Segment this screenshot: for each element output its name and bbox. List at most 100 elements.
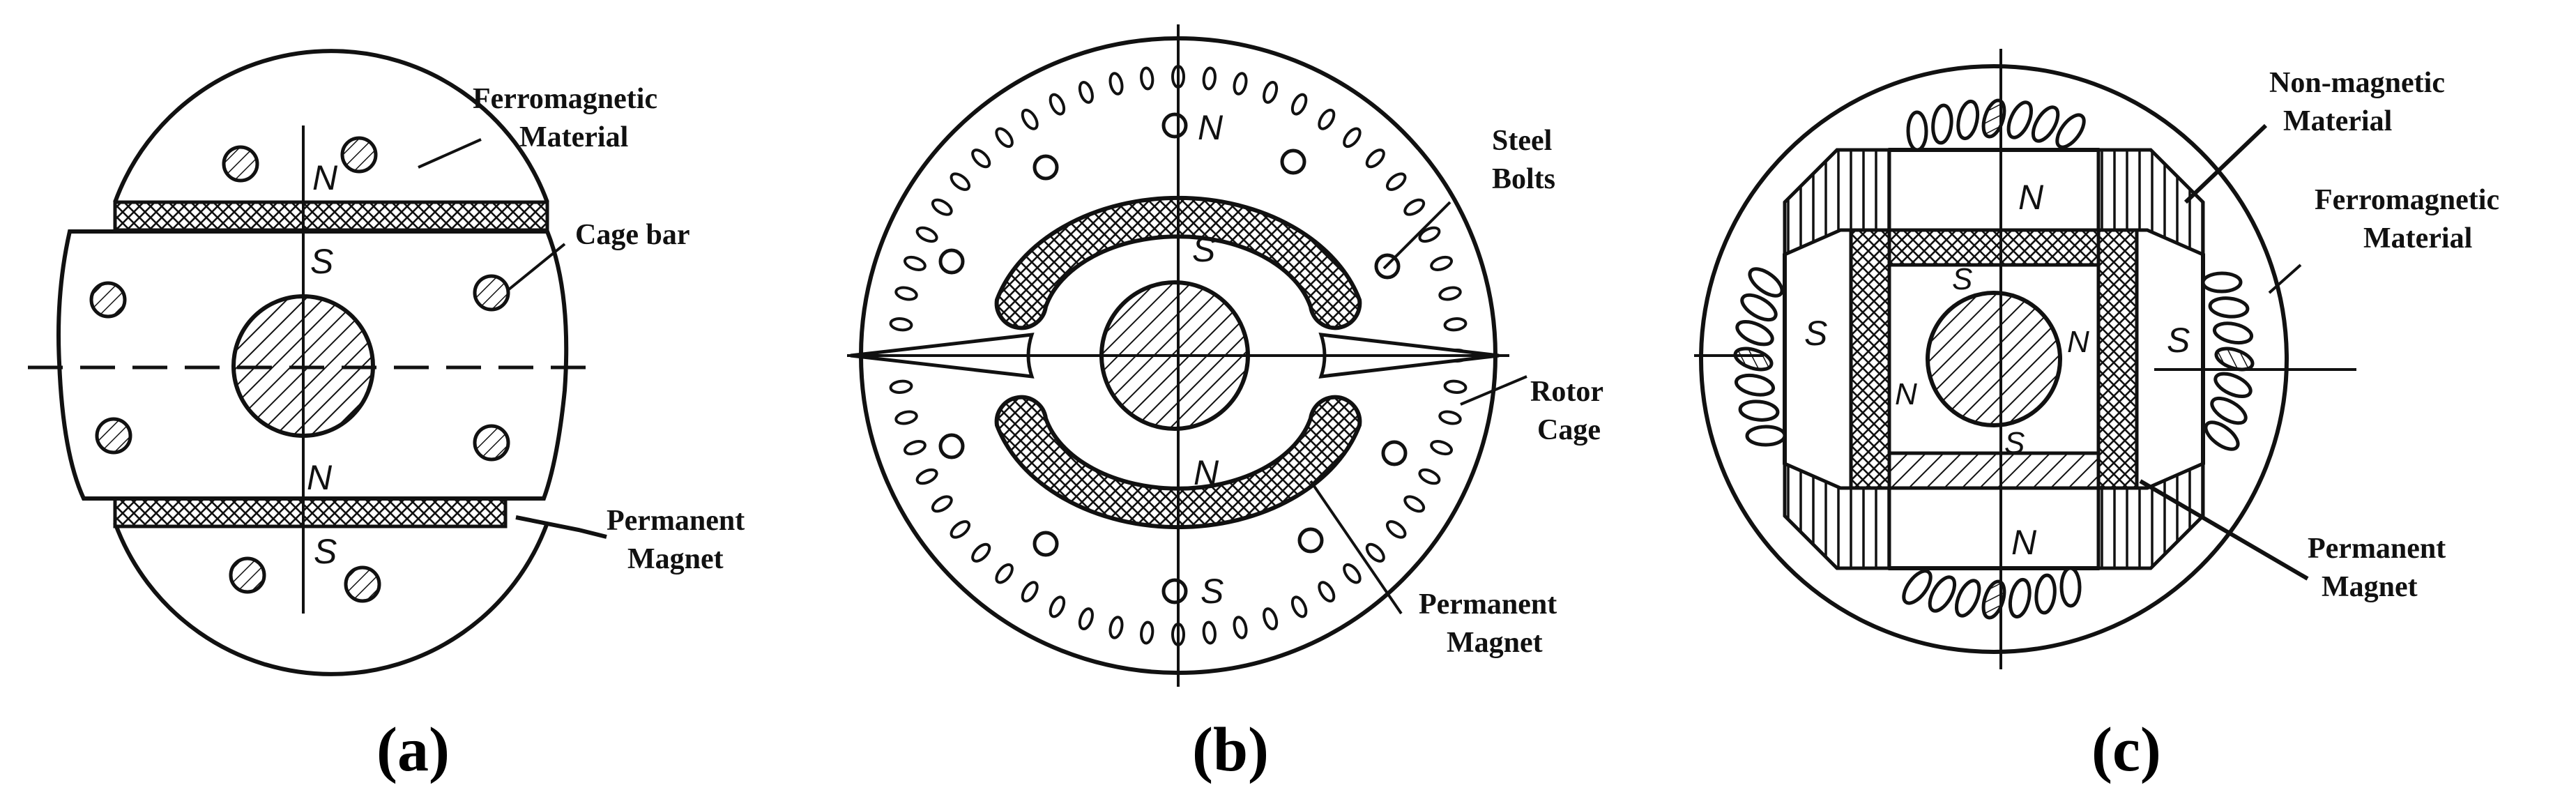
cage-bar: [2031, 105, 2060, 143]
pole-b-n-bottom: N: [1194, 453, 1219, 492]
cage-bar: [2201, 271, 2243, 294]
pole-c-n-inner-right: N: [2067, 325, 2089, 359]
cage-slot: [1263, 607, 1279, 631]
cage-bar: [2208, 296, 2250, 319]
label-c-nonmagnetic-material: Material: [2283, 105, 2392, 137]
rotor-a-bottom-cap: [113, 522, 549, 676]
cage-slot: [903, 440, 927, 456]
cage-bar: [1902, 569, 1933, 605]
cage-bar: [1748, 267, 1784, 298]
cage-slot: [971, 542, 991, 563]
caption-a: (a): [376, 715, 450, 784]
panel-b: N S N S Steel Bolts Rotor Cage Permanent…: [847, 24, 1603, 784]
label-c-magnet: Magnet: [2322, 571, 2418, 603]
pole-c-n-bottom: N: [2011, 523, 2037, 562]
cage-slot: [1140, 66, 1154, 91]
cage-slot: [1438, 286, 1462, 301]
label-a-ferromagnetic-1: Ferromagnetic: [473, 83, 657, 115]
label-b-permanent: Permanent: [1419, 588, 1557, 621]
cage-bar: [2213, 372, 2253, 399]
cage-bar: [2006, 100, 2034, 139]
cage-bar: [2008, 577, 2032, 619]
cage-bars-a: [89, 136, 510, 603]
cage-slot: [1430, 255, 1454, 271]
cage-slot: [1290, 595, 1308, 618]
pole-c-n-top: N: [2018, 178, 2044, 217]
cage-bars-c: [1733, 98, 2255, 620]
cage-slot: [1403, 495, 1426, 513]
label-b-steel: Steel: [1492, 125, 1552, 157]
cage-slot: [1233, 72, 1248, 96]
cage-slot: [1021, 108, 1039, 130]
magnet-a-top: [113, 200, 549, 232]
caption-c: (c): [2091, 715, 2161, 784]
cage-slot: [1385, 520, 1407, 539]
cage-slot: [1418, 226, 1441, 243]
cage-bar: [1735, 319, 1774, 347]
magnets-c: [1849, 228, 2139, 490]
cage-slot: [1318, 581, 1336, 603]
cage-bar: [2214, 347, 2255, 372]
cage-slot: [889, 379, 913, 394]
cage-bar: [2034, 573, 2057, 615]
rotor-c-outer: [1699, 64, 2289, 654]
cage-bar: [2204, 420, 2240, 451]
label-a-permanent: Permanent: [607, 505, 745, 537]
pole-b-n-top: N: [1198, 108, 1224, 147]
cage-slot: [1343, 563, 1362, 584]
cage-slot: [1049, 595, 1066, 618]
cage-slot: [1078, 80, 1094, 104]
cage-slot: [1438, 410, 1462, 425]
magnet-b-bottom: [994, 395, 1362, 530]
pole-a-s-top: S: [310, 242, 333, 281]
label-b-rotor: Rotor: [1530, 376, 1603, 408]
cage-slot: [889, 317, 913, 332]
cage-slot: [950, 172, 971, 191]
label-c-nonmagnetic: Non-magnetic: [2269, 67, 2445, 99]
label-c-permanent: Permanent: [2308, 533, 2446, 565]
panel-c: N S S N S N N S Non-magnetic Material Fe…: [1694, 49, 2499, 784]
cage-slot: [931, 495, 953, 513]
cage-slot: [995, 127, 1014, 149]
cage-bar: [1734, 373, 1776, 397]
rotor-cage-b: [887, 65, 1469, 646]
label-a-magnet: Magnet: [627, 543, 724, 575]
cage-slot: [995, 563, 1014, 584]
cage-bar: [1981, 579, 2006, 620]
pole-a-s-bottom: S: [314, 532, 337, 571]
cage-slot: [1365, 149, 1385, 169]
cage-slot: [1343, 127, 1362, 149]
cage-slot: [931, 198, 953, 216]
cage-slot: [894, 410, 918, 425]
shaft-c: [1926, 291, 2062, 427]
cage-slot: [1290, 93, 1308, 116]
steel-bolts-b: [938, 112, 1408, 604]
cage-slot: [894, 286, 918, 301]
pole-c-n-inner-left: N: [1895, 377, 1917, 411]
cage-slot: [1202, 66, 1217, 91]
cage-slot: [1318, 108, 1336, 130]
magnet-b-top: [994, 195, 1362, 330]
cage-bar: [2055, 113, 2086, 149]
cage-bar: [1954, 579, 1981, 618]
cage-slot: [1108, 72, 1124, 96]
label-b-bolts: Bolts: [1492, 163, 1555, 195]
cage-bar: [1738, 400, 1780, 422]
panel-a: N S N S Ferromagnetic Material Cage bar …: [28, 49, 745, 784]
cage-bar: [1956, 99, 1980, 141]
pole-c-s-inner-top: S: [1952, 262, 1972, 296]
label-b-magnet: Magnet: [1447, 627, 1543, 659]
label-a-cage-bar: Cage bar: [575, 219, 689, 251]
pole-b-s-top: S: [1192, 230, 1215, 269]
label-c-ferromagnetic-material: Material: [2363, 222, 2472, 254]
cage-slot: [915, 468, 938, 485]
cage-slot: [1418, 468, 1441, 485]
cage-bar: [1733, 347, 1774, 372]
cage-bar: [1906, 110, 1928, 152]
cage-slot: [971, 149, 991, 169]
cage-slot: [915, 226, 938, 243]
cage-slot: [1403, 198, 1426, 216]
pole-a-n-bottom: N: [307, 458, 333, 497]
cage-slot: [1202, 621, 1217, 645]
